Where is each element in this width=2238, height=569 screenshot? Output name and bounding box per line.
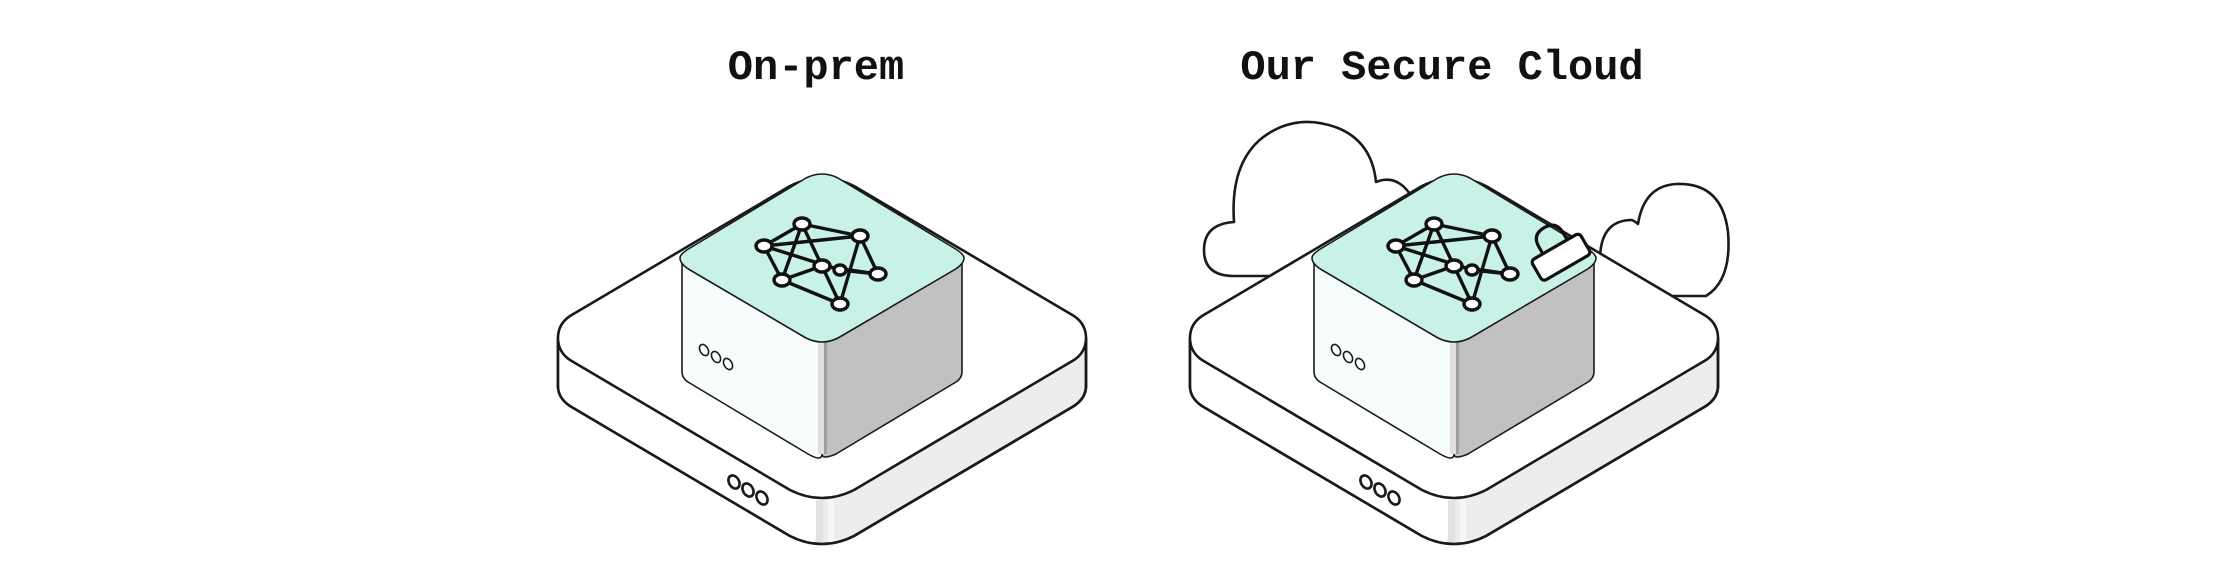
lock-icon (1530, 223, 1592, 282)
secure-cloud-panel (1188, 120, 1730, 548)
panel-title-secure-cloud: Our Secure Cloud (1240, 44, 1644, 92)
on-prem-panel (556, 172, 1088, 548)
panel-title-on-prem: On-prem (727, 44, 905, 92)
